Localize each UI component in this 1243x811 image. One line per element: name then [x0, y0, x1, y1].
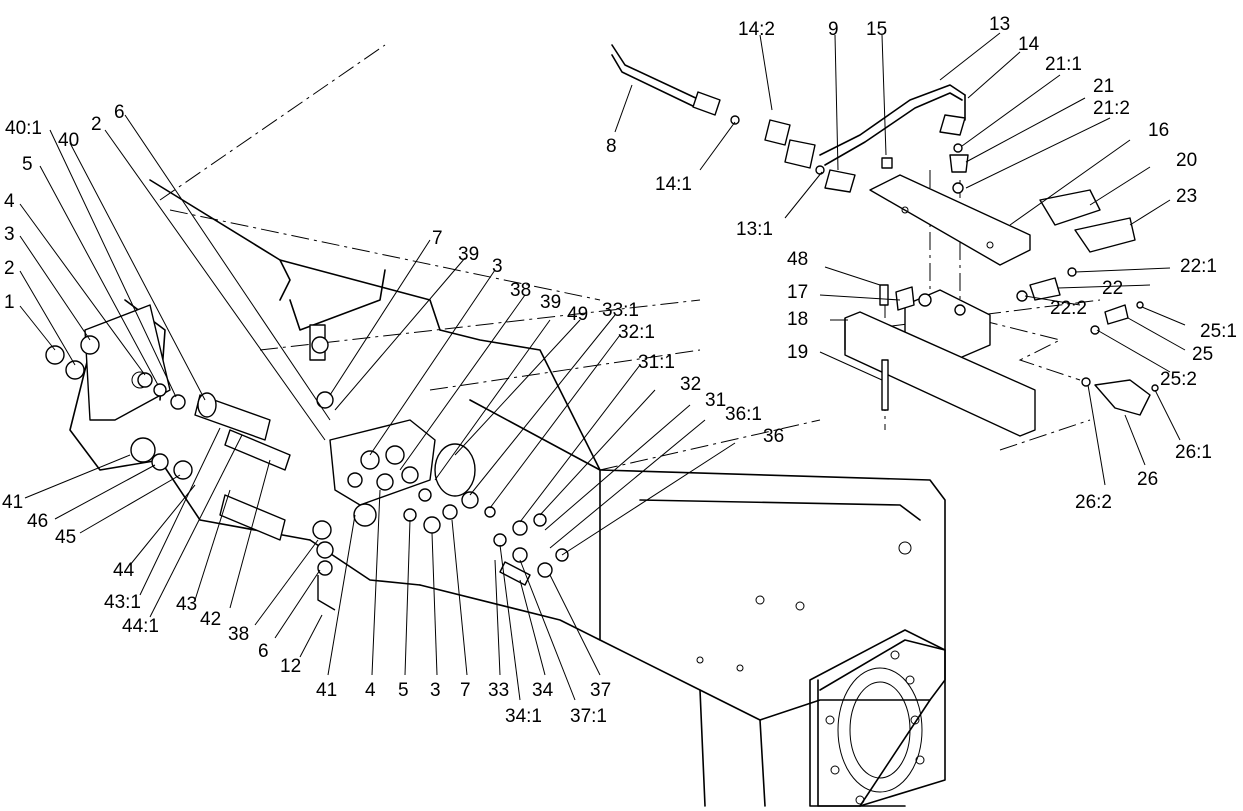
- callout-43-1: 43:1: [104, 592, 141, 613]
- callout-18: 18: [787, 309, 808, 330]
- callout-8: 8: [606, 136, 617, 157]
- callout-22: 22: [1102, 278, 1123, 299]
- callout-6: 6: [114, 102, 125, 123]
- callout-26: 26: [1137, 469, 1158, 490]
- callout-38: 38: [228, 624, 249, 645]
- callout-40: 40: [58, 130, 79, 151]
- callout-20: 20: [1176, 150, 1197, 171]
- fitting-row-lower: [353, 443, 569, 586]
- callout-14-2: 14:2: [738, 19, 775, 40]
- callout-22-2: 22:2: [1050, 298, 1087, 319]
- callout-9: 9: [828, 19, 839, 40]
- callout-26-2: 26:2: [1075, 492, 1112, 513]
- callout-14-1: 14:1: [655, 174, 692, 195]
- callout-21: 21: [1093, 76, 1114, 97]
- callout-5: 5: [22, 154, 33, 175]
- callout-36: 36: [763, 426, 784, 447]
- mounting-bracket-16: [869, 157, 1031, 266]
- callout-12: 12: [280, 656, 301, 677]
- callout-32-1: 32:1: [618, 322, 655, 343]
- callout-21-2: 21:2: [1093, 98, 1130, 119]
- callout-7: 7: [460, 680, 471, 701]
- callout-41: 41: [316, 680, 337, 701]
- callout-4: 4: [4, 191, 15, 212]
- callout-4: 4: [365, 680, 376, 701]
- callout-3: 3: [430, 680, 441, 701]
- callout-32: 32: [680, 374, 701, 395]
- base-bracket-18: [844, 311, 1036, 437]
- callout-13-1: 13:1: [736, 219, 773, 240]
- fittings-right-20-26: [949, 143, 1159, 416]
- callout-25-1: 25:1: [1200, 321, 1237, 342]
- callout-37: 37: [590, 680, 611, 701]
- callout-40-1: 40:1: [5, 118, 42, 139]
- pump-mount-plate: [84, 304, 171, 421]
- callout-44-1: 44:1: [122, 616, 159, 637]
- valve-fittings-9-14: [730, 115, 856, 193]
- callout-25: 25: [1192, 344, 1213, 365]
- callout-17: 17: [787, 282, 808, 303]
- callout-labels: 1 2 3 4 5 40:1 40 2 6 7 39 3 38 39 49 33…: [2, 14, 1237, 727]
- callout-6: 6: [258, 641, 269, 662]
- callout-23: 23: [1176, 186, 1197, 207]
- callout-22-1: 22:1: [1180, 256, 1217, 277]
- callout-2: 2: [4, 258, 15, 279]
- callout-38: 38: [510, 280, 531, 301]
- callout-14: 14: [1018, 34, 1040, 55]
- callout-43: 43: [176, 594, 197, 615]
- hydraulic-tube-13: [819, 84, 966, 166]
- callout-34: 34: [532, 680, 554, 701]
- callout-37-1: 37:1: [570, 706, 607, 727]
- valve-body-tube: [194, 392, 291, 541]
- end-flange-plate: [809, 629, 946, 807]
- callout-42: 42: [200, 609, 221, 630]
- vertical-fitting: [309, 324, 329, 361]
- callout-46: 46: [27, 511, 48, 532]
- callout-19: 19: [787, 342, 808, 363]
- callout-3: 3: [492, 256, 503, 277]
- callout-34-1: 34:1: [505, 706, 542, 727]
- callout-16: 16: [1148, 120, 1169, 141]
- callout-49: 49: [567, 304, 588, 325]
- callout-25-2: 25:2: [1160, 369, 1197, 390]
- callout-45: 45: [55, 527, 76, 548]
- callout-41: 41: [2, 492, 23, 513]
- chassis-outline-left: [69, 179, 601, 641]
- callout-2: 2: [91, 114, 102, 135]
- callout-33-1: 33:1: [602, 300, 639, 321]
- callout-36-1: 36:1: [725, 404, 762, 425]
- main-frame-rail: [599, 469, 946, 807]
- callout-31-1: 31:1: [638, 352, 675, 373]
- callout-39: 39: [458, 244, 479, 265]
- leader-lines: [19, 32, 1186, 701]
- callout-39: 39: [540, 292, 561, 313]
- callout-26-1: 26:1: [1175, 442, 1212, 463]
- callout-31: 31: [705, 390, 726, 411]
- pump-seals-and-washers: [45, 335, 336, 611]
- callout-5: 5: [398, 680, 409, 701]
- callout-13: 13: [989, 14, 1010, 35]
- hydraulic-tube-8: [611, 44, 721, 116]
- callout-48: 48: [787, 249, 808, 270]
- callout-3: 3: [4, 224, 15, 245]
- callout-1: 1: [4, 292, 15, 313]
- callout-33: 33: [488, 680, 509, 701]
- callout-15: 15: [866, 19, 887, 40]
- manifold-block: [329, 419, 436, 506]
- bolts-19-48: [879, 284, 889, 411]
- callout-21-1: 21:1: [1045, 54, 1082, 75]
- callout-44: 44: [113, 560, 135, 581]
- callout-7: 7: [432, 228, 443, 249]
